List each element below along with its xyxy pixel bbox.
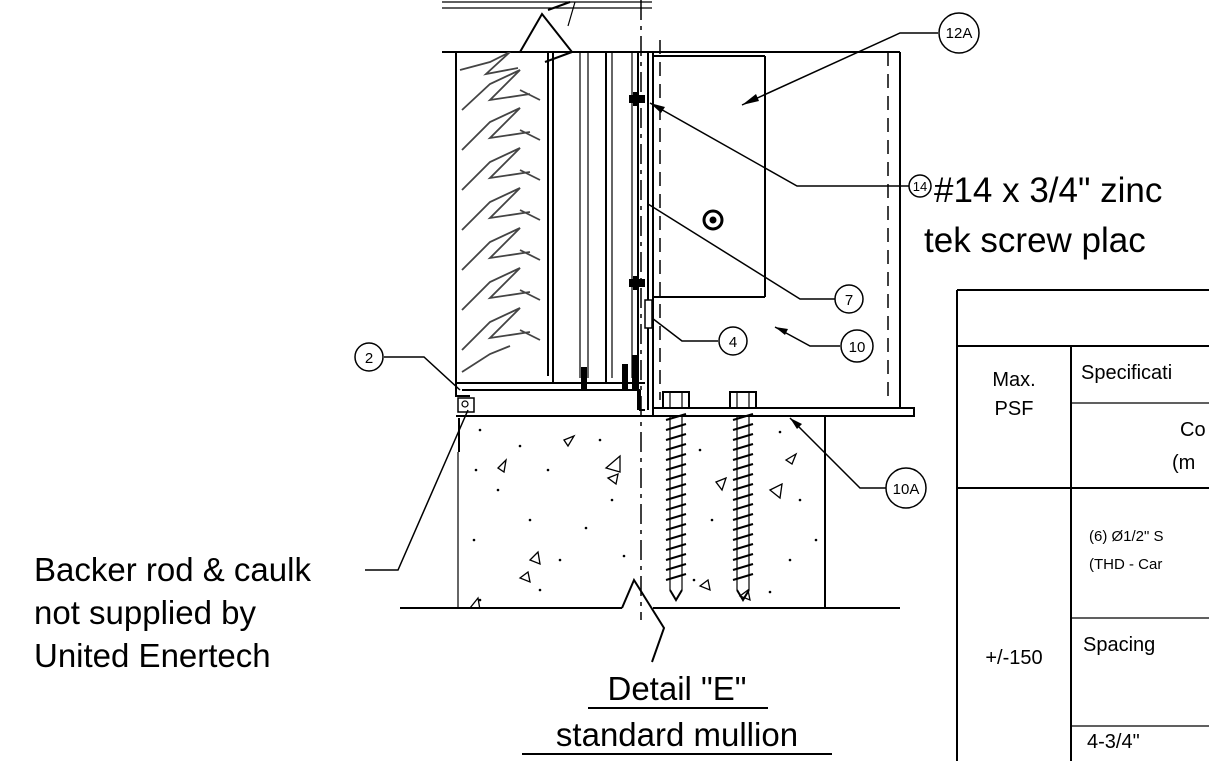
table-psf-header: PSF <box>995 398 1034 420</box>
base-plate <box>652 391 915 417</box>
svg-text:10: 10 <box>849 339 866 356</box>
callout-7: 7 <box>834 284 864 314</box>
svg-text:14: 14 <box>913 179 927 194</box>
spec-table <box>956 289 1209 761</box>
insulation-panel <box>455 52 549 376</box>
svg-text:12A: 12A <box>946 25 973 42</box>
top-break <box>442 1 900 63</box>
table-m-header: (m <box>1172 452 1195 474</box>
table-spacing-label: Spacing <box>1083 634 1155 656</box>
callout-10: 10 <box>840 329 874 363</box>
table-anchor-line2: (THD - Car <box>1089 556 1162 573</box>
svg-text:7: 7 <box>845 292 853 309</box>
callout-12a: 12A <box>938 12 980 54</box>
screw-note-line1: #14 x 3/4" zinc <box>934 171 1162 210</box>
mullion-frame <box>455 52 654 452</box>
table-dim-value: 4-3/4" <box>1087 731 1140 753</box>
backer-note-line2: not supplied by <box>34 594 256 631</box>
anchor-bolts <box>665 413 754 602</box>
steel-reinforcement <box>653 40 901 410</box>
table-max-header: Max. <box>992 369 1035 391</box>
detail-subtitle: standard mullion <box>556 716 798 753</box>
leader-lines <box>365 32 938 571</box>
concrete-slab <box>400 415 914 663</box>
svg-text:10A: 10A <box>893 481 920 498</box>
detail-title: Detail "E" <box>608 670 747 707</box>
table-specification-header: Specificati <box>1081 362 1172 384</box>
callout-4: 4 <box>718 326 748 356</box>
svg-text:2: 2 <box>365 350 373 367</box>
table-co-header: Co <box>1180 419 1206 441</box>
callout-14: 14 <box>908 174 932 198</box>
backer-note-line1: Backer rod & caulk <box>34 551 311 588</box>
table-anchor-line1: (6) Ø1/2" S <box>1089 528 1164 545</box>
callout-2: 2 <box>354 342 384 372</box>
svg-text:4: 4 <box>729 334 737 351</box>
callout-10a: 10A <box>885 467 927 509</box>
screw-note-line2: tek screw plac <box>924 221 1146 260</box>
backer-note-line3: United Enertech <box>34 637 271 674</box>
table-load-value: +/-150 <box>985 647 1042 669</box>
